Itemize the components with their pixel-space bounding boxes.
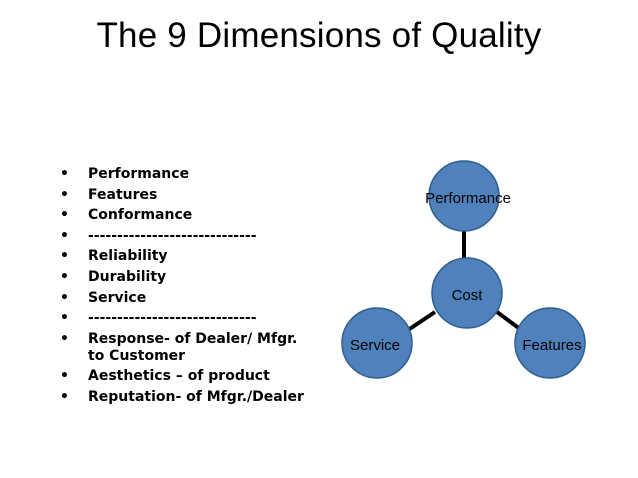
bullet-list: • Performance • Features • Conformance • ---…	[60, 166, 310, 410]
node-top	[428, 160, 500, 232]
bullet-item: • Service	[60, 290, 310, 307]
bullet-item: • Performance	[60, 166, 310, 183]
bullet-item: • -----------------------------	[60, 228, 310, 245]
node-label-center: Cost	[452, 287, 484, 304]
bullet-text: Performance	[88, 166, 190, 182]
slide-title: The 9 Dimensions of Quality	[96, 16, 542, 55]
node-right	[514, 307, 586, 379]
bullet-marker: •	[60, 368, 69, 385]
bullet-marker: •	[60, 227, 69, 244]
bullet-text: Reliability	[88, 248, 168, 265]
bullet-item: • Reliability	[60, 248, 310, 265]
node-label-top: Performance	[425, 190, 511, 207]
bullet-item: • Features	[60, 187, 310, 204]
bullet-item: • Response- of Dealer/ Mfgr. to Customer	[60, 331, 310, 365]
bullet-text: Durability	[88, 268, 167, 285]
bullet-text: Response- of Dealer/ Mfgr. to Customer	[88, 330, 298, 364]
connector-left	[406, 310, 437, 332]
bullet-marker: •	[60, 289, 69, 306]
bullet-item: • Conformance	[60, 207, 310, 224]
bullet-text: -----------------------------	[88, 227, 257, 244]
bullet-text: Service	[88, 289, 147, 306]
connector-right	[495, 310, 522, 331]
bullet-text: Aesthetics – of product	[88, 368, 270, 385]
bullet-marker: •	[60, 330, 69, 347]
node-label-left: Service	[350, 337, 400, 354]
bullet-marker: •	[60, 166, 69, 182]
bullet-text: -----------------------------	[88, 310, 257, 327]
bullet-marker: •	[60, 268, 69, 285]
node-label-right: Features	[522, 337, 581, 354]
bullet-text: Reputation- of Mfgr./Dealer	[88, 388, 304, 405]
bullet-item: • Reputation- of Mfgr./Dealer	[60, 389, 310, 406]
bullet-item: • -----------------------------	[60, 310, 310, 327]
bullet-text: Features	[88, 186, 158, 203]
node-center	[431, 257, 503, 329]
bullet-item: • Durability	[60, 269, 310, 286]
bullet-marker: •	[60, 388, 69, 405]
node-left	[341, 307, 413, 379]
bullet-marker: •	[60, 248, 69, 265]
bullet-item: • Aesthetics – of product	[60, 368, 310, 385]
bullet-marker: •	[60, 186, 69, 203]
bullet-marker: •	[60, 310, 69, 327]
bullet-marker: •	[60, 207, 69, 224]
bullet-text: Conformance	[88, 207, 193, 224]
